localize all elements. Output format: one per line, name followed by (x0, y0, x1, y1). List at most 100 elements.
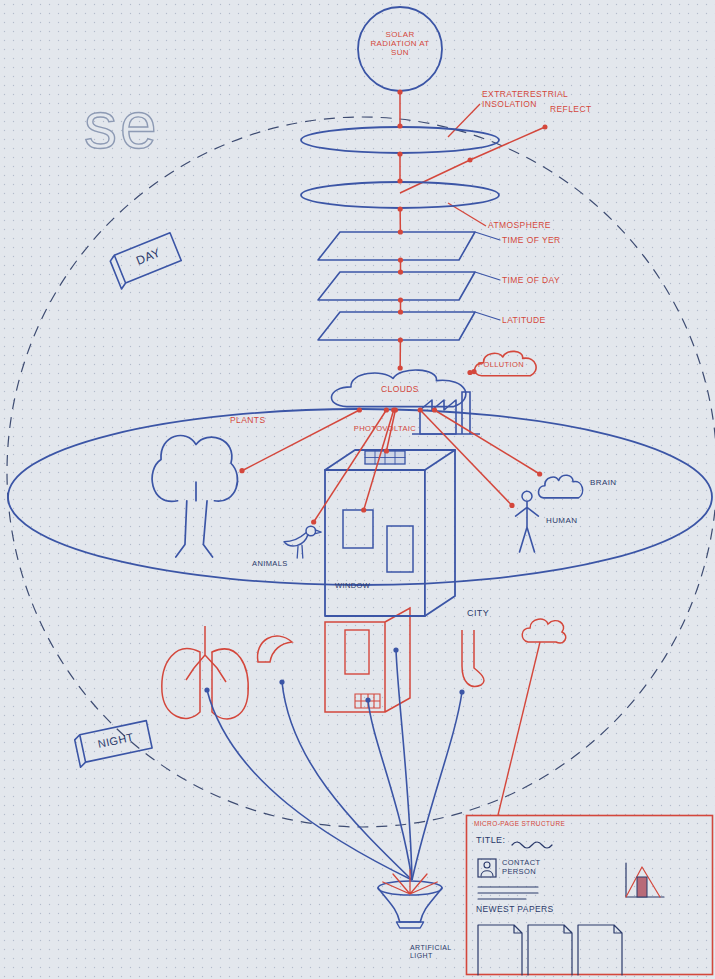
connector-line (399, 209, 401, 232)
building-roof (325, 450, 455, 470)
connector-line (364, 410, 394, 510)
node-label: PHOTOVOLTAIC (340, 425, 430, 434)
brain-cloud: BRAIN (538, 474, 584, 500)
plant-tree: PLANTS (150, 432, 242, 557)
connector-line (400, 260, 402, 272)
leader-line (498, 642, 540, 815)
circle-outline (358, 7, 442, 91)
plane-outline (318, 312, 475, 340)
text-lines (478, 887, 538, 899)
brain-symbol (522, 619, 566, 643)
title-squiggle (512, 842, 552, 848)
node-label: HUMAN (546, 516, 596, 525)
photovoltaic-panel-shape (365, 451, 405, 464)
cloud-shape: CLOUDS (330, 368, 470, 410)
light-dot (204, 687, 209, 692)
node-label: SOLAR RADIATION AT SUN (368, 30, 432, 58)
window-outline (343, 510, 373, 548)
light-dot (459, 689, 464, 694)
light-dot (279, 679, 284, 684)
human-body (516, 502, 539, 552)
node-label: CITY (467, 608, 507, 618)
node-label: NIGHT (87, 729, 144, 753)
node-label: ARTIFICIAL LIGHT (410, 944, 466, 960)
paper-icon (578, 925, 622, 975)
tree-trunk (176, 482, 213, 557)
day-plane: TIME OF DAY (318, 272, 483, 300)
lamp-symbol: ARTIFICIAL LIGHT (376, 878, 444, 928)
connector-dot (397, 89, 402, 94)
sun-circle: SOLAR RADIATION AT SUN (357, 6, 443, 92)
connector-dot (398, 297, 403, 302)
connector-dot (311, 519, 316, 524)
ellipse-outline (301, 182, 499, 208)
connector-dot (398, 269, 403, 274)
boundary-circle (7, 117, 715, 827)
light-line (396, 650, 412, 880)
connector-dot (384, 448, 389, 453)
connector-dot (398, 309, 403, 314)
plane-outline (318, 272, 475, 300)
connector-line (400, 300, 402, 312)
bird-beak (315, 530, 321, 534)
latitude-plane-shape (318, 312, 483, 340)
lung-symbol (212, 649, 248, 719)
ground-plane (8, 409, 712, 585)
node-label: ANIMALS (252, 560, 312, 569)
chart-axes (626, 863, 664, 897)
factory-symbol (420, 400, 456, 434)
connector-line (242, 410, 359, 471)
person-icon (478, 859, 496, 877)
bird-legs (297, 545, 303, 558)
city-building-shape (325, 448, 460, 616)
connector-dot (397, 151, 402, 156)
ellipse-outline (301, 127, 499, 153)
day-plane-shape (318, 272, 483, 300)
window-frame: WINDOW (343, 510, 373, 548)
animal-bird: ANIMALS (282, 522, 322, 558)
connector-line (470, 371, 474, 373)
lamp-base (396, 922, 423, 928)
atmosphere-ellipse: ATMOSPHERE (300, 181, 500, 209)
connector-dot (398, 337, 403, 342)
building-front (325, 470, 425, 616)
panel-symbol (355, 694, 380, 708)
light-dot (393, 647, 398, 652)
connector-dot (467, 370, 472, 375)
connector-dot (391, 407, 396, 412)
heading-fragment: se (84, 92, 160, 158)
tag-outline (109, 233, 183, 289)
node-label: MICRO-PAGE STRUCTURE (474, 820, 644, 827)
connector-dot (397, 123, 402, 128)
light-line (412, 692, 462, 880)
node-label: PLANTS (230, 416, 290, 426)
lung-symbol (162, 649, 200, 719)
reflect-dot (468, 158, 473, 163)
connector-dot (398, 229, 403, 234)
connector-dot (537, 471, 542, 476)
node-label: CLOUDS (365, 385, 435, 395)
window-symbol (345, 630, 369, 674)
lamp-symbol-shape (376, 878, 444, 928)
atmosphere-ellipse-shape (300, 181, 500, 209)
factory-chimney (412, 392, 480, 434)
node-label: TITLE: (476, 835, 516, 845)
person-head (484, 862, 490, 868)
panel-frame (365, 451, 405, 464)
node-label: TIME OF DAY (502, 276, 592, 286)
node-label: BRAIN (590, 478, 635, 487)
chart-bar (637, 877, 647, 897)
leader-line (475, 232, 500, 240)
leader-line (475, 272, 500, 280)
insolation-ellipse-shape (300, 126, 500, 154)
human-head (522, 491, 532, 501)
connector-dot (509, 503, 514, 508)
person-body (481, 871, 493, 876)
building-window (387, 526, 413, 572)
node-label: POLLUTION (478, 361, 538, 370)
chart-curve (626, 867, 660, 897)
connector-dot (418, 407, 423, 412)
